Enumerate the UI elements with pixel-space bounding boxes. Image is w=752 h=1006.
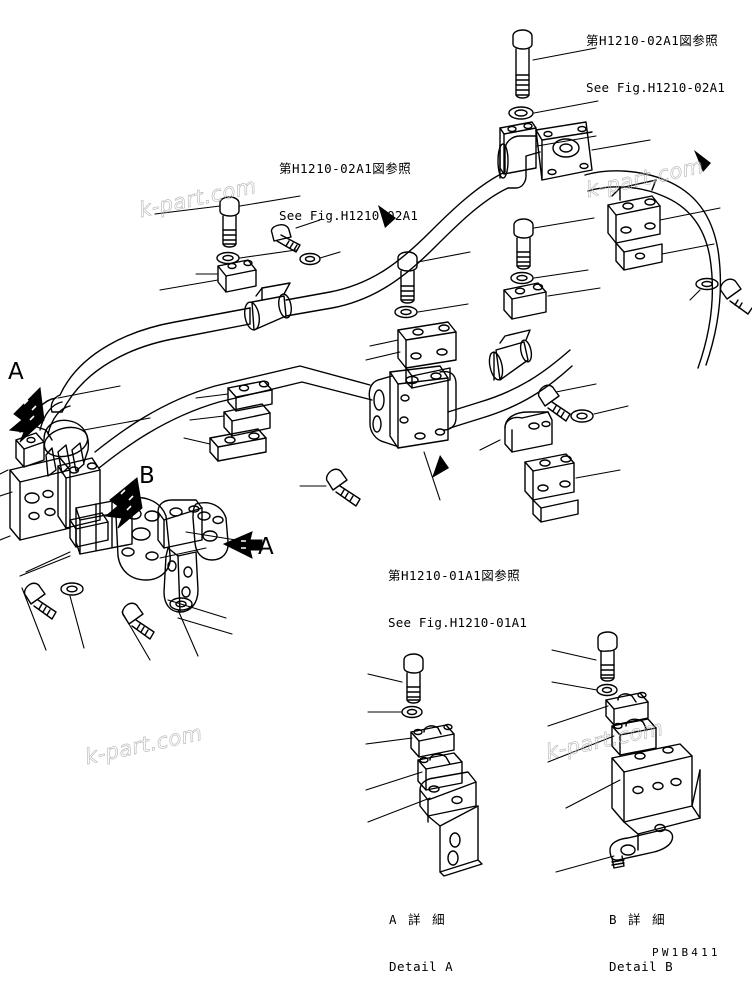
detail-b-strap <box>609 829 674 869</box>
hose-right-riser <box>584 170 722 369</box>
detail-b-clamp-lower <box>611 718 657 756</box>
coupling-center <box>368 365 457 449</box>
washer-sleeve-left <box>299 252 321 266</box>
section-marker-b: B <box>139 463 155 489</box>
section-marker-a-lower: A <box>258 534 274 560</box>
washer-right-far <box>695 277 719 291</box>
detail-a-bracket <box>419 771 483 877</box>
bracket-right-c <box>504 411 553 453</box>
leader-arrowheads <box>378 150 711 478</box>
bracket-clamp-mid <box>209 380 273 462</box>
detail-b-bracket <box>611 743 701 851</box>
reference-note-center: 第H1210-01A1図参照 See Fig.H1210-01A1 <box>388 537 527 662</box>
bolt-low-center <box>325 468 361 507</box>
reference-note-en: See Fig.H1210-02A1 <box>586 80 726 96</box>
detail-a-clamp-lower <box>417 752 463 791</box>
detail-a-clamp-upper <box>410 723 455 758</box>
detail-a-group <box>365 653 483 877</box>
bracket-right-a <box>503 282 547 320</box>
reference-note-jp: 第H1210-02A1図参照 <box>586 33 719 49</box>
reference-note-en: See Fig.H1210-01A1 <box>388 615 528 631</box>
leader-lines <box>0 47 721 661</box>
section-marker-a-left: A <box>8 359 24 385</box>
washer-right-upper <box>510 271 534 285</box>
bracket-lower-left <box>157 499 229 613</box>
detail-caption-b-en: Detail B <box>609 959 674 975</box>
detail-caption-b-jp: B 詳 細 <box>609 912 667 928</box>
detail-b-bolt <box>597 631 618 682</box>
reference-note-top-left: 第H1210-02A1図参照 See Fig.H1210-02A1 <box>279 130 418 255</box>
detail-b-clamp-upper <box>605 691 649 726</box>
top-elbow-fitting <box>497 121 593 189</box>
detail-a-bolt <box>403 653 424 704</box>
washer-low-left-2 <box>169 597 193 611</box>
bolt-left-upper <box>219 196 240 248</box>
reference-note-jp: 第H1210-02A1図参照 <box>279 161 412 177</box>
bolt-top-center <box>512 29 533 99</box>
bolt-low-left-1 <box>23 582 57 620</box>
detail-b-group <box>547 631 701 873</box>
bracket-right-b <box>607 179 663 271</box>
bracket-right-d <box>524 453 579 523</box>
parts-diagram-sheet: k-part.com k-part.com k-part.com k-part.… <box>0 2 752 974</box>
coupling-right <box>488 329 533 381</box>
reference-note-jp: 第H1210-01A1図参照 <box>388 568 521 584</box>
washer-center-upper <box>394 305 418 319</box>
bolt-right-upper <box>513 218 534 270</box>
drawing-number: PW1B411 <box>652 946 721 959</box>
clamp-top-center <box>499 121 537 175</box>
clamp-left-upper <box>217 259 257 293</box>
bolt-sleeve-left <box>270 224 301 253</box>
section-arrow-a-lower <box>222 531 263 559</box>
detail-caption-a: A 詳 細 Detail A <box>389 881 453 1006</box>
diagram-linework <box>0 29 752 877</box>
hose-upper-rear <box>50 171 509 413</box>
bolt-center-upper <box>397 251 418 304</box>
reference-note-top-right: 第H1210-02A1図参照 See Fig.H1210-02A1 <box>586 2 725 127</box>
coupling-left <box>243 282 292 331</box>
washer-top-center <box>508 106 534 120</box>
section-arrows <box>8 386 263 559</box>
bolt-right-far <box>719 278 752 315</box>
hose-lower-front <box>94 349 573 469</box>
bolt-mid-right <box>537 384 571 422</box>
washer-mid-right <box>570 409 594 423</box>
detail-caption-b: B 詳 細 Detail B <box>609 881 673 1006</box>
section-arrow-b <box>104 477 143 529</box>
washer-low-left-1 <box>60 582 84 596</box>
detail-caption-a-en: Detail A <box>389 959 454 975</box>
bracket-center <box>397 321 457 389</box>
section-arrow-a-left <box>8 386 45 443</box>
detail-caption-a-jp: A 詳 細 <box>389 912 447 928</box>
reference-note-en: See Fig.H1210-02A1 <box>279 208 419 224</box>
